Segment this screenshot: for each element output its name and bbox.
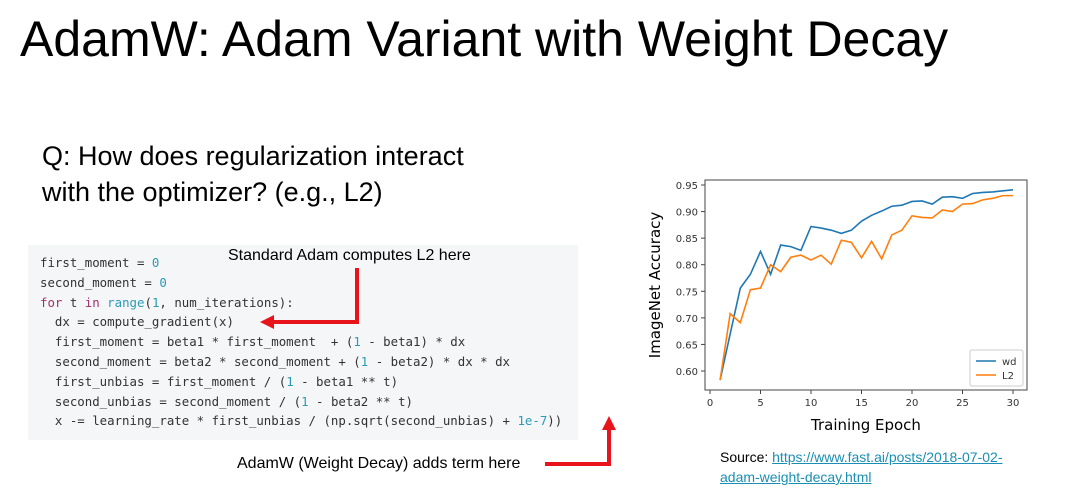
code-line: second_unbias = second_moment / (1 - bet… bbox=[40, 393, 413, 409]
y-tick-label: 0.65 bbox=[676, 340, 698, 351]
y-tick-label: 0.85 bbox=[676, 234, 698, 245]
slide-title: AdamW: Adam Variant with Weight Decay bbox=[20, 11, 949, 67]
y-tick-label: 0.80 bbox=[676, 261, 698, 272]
code-line: first_moment = 0 bbox=[40, 255, 160, 270]
code-line: x -= learning_rate * first_unbias / (np.… bbox=[40, 413, 563, 429]
x-tick-label: 15 bbox=[855, 398, 868, 409]
y-tick-label: 0.70 bbox=[676, 314, 698, 325]
arrow-line bbox=[545, 462, 611, 466]
series-line-L2 bbox=[719, 194, 1013, 381]
arrow-line bbox=[607, 428, 611, 466]
x-tick-label: 5 bbox=[757, 398, 763, 409]
arrow-line bbox=[355, 268, 359, 324]
code-block: first_moment = 0 second_moment = 0 for t i… bbox=[28, 245, 578, 440]
annotation-adamw: AdamW (Weight Decay) adds term here bbox=[237, 455, 521, 472]
source-link-line-1[interactable]: https://www.fast.ai/posts/2018-07-02- bbox=[772, 449, 1003, 465]
x-tick-label: 10 bbox=[805, 398, 818, 409]
question-line-1: Q: How does regularization interact bbox=[42, 141, 464, 171]
y-axis-label: ImageNet Accuracy bbox=[646, 212, 664, 359]
y-tick-label: 0.90 bbox=[676, 208, 698, 219]
x-axis-label: Training Epoch bbox=[810, 416, 921, 434]
source-label: Source: bbox=[720, 449, 773, 465]
question-text: Q: How does regularization interact with… bbox=[42, 138, 464, 210]
accuracy-chart: 0 5 10 15 20 25 30 0.60 0.65 0.70 0.75 0.80 0.85 0.90… bbox=[646, 179, 1028, 434]
source-citation: Source: https://www.fast.ai/posts/2018-0… bbox=[720, 447, 1002, 487]
y-tick-label: 0.95 bbox=[676, 181, 698, 192]
arrow-line bbox=[272, 320, 359, 324]
arrow-up-icon bbox=[602, 416, 616, 430]
annotation-standard-adam: Standard Adam computes L2 here bbox=[228, 247, 471, 264]
code-line: first_unbias = first_moment / (1 - beta1… bbox=[40, 373, 399, 389]
arrow-left-icon bbox=[260, 315, 274, 329]
y-tick-label: 0.75 bbox=[676, 287, 698, 298]
x-tick-label: 30 bbox=[1007, 398, 1020, 409]
source-link-line-2[interactable]: adam-weight-decay.html bbox=[720, 469, 872, 485]
code-line: second_moment = 0 bbox=[40, 274, 167, 290]
code-line: first_moment = beta1 * first_moment + (1… bbox=[40, 334, 466, 350]
y-tick-label: 0.60 bbox=[676, 367, 698, 378]
code-line: for t in range(1, num_iterations): bbox=[40, 294, 294, 310]
code-line: second_moment = beta2 * second_moment + … bbox=[40, 353, 510, 369]
legend-label-wd: wd bbox=[1002, 357, 1017, 368]
x-tick-label: 20 bbox=[906, 398, 919, 409]
code-line: dx = compute_gradient(x) bbox=[40, 314, 234, 330]
code-text: first_moment = 0 second_moment = 0 for t i… bbox=[40, 253, 562, 431]
x-tick-label: 25 bbox=[956, 398, 969, 409]
question-line-2: with the optimizer? (e.g., L2) bbox=[42, 177, 383, 207]
legend-label-L2: L2 bbox=[1002, 371, 1014, 382]
x-tick-label: 0 bbox=[707, 398, 713, 409]
legend-box bbox=[969, 349, 1024, 387]
